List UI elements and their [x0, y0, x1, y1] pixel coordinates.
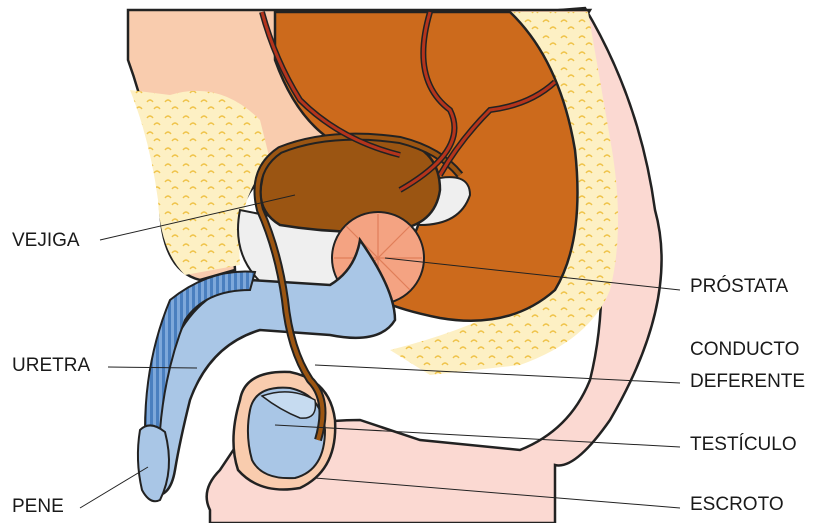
- label-testiculo: TESTÍCULO: [690, 434, 797, 455]
- glans: [138, 425, 169, 501]
- label-conducto-line1: CONDUCTO: [690, 339, 799, 360]
- label-escroto: ESCROTO: [690, 494, 784, 515]
- label-uretra: URETRA: [12, 355, 90, 376]
- label-vejiga: VEJIGA: [12, 230, 80, 251]
- label-pene: PENE: [12, 496, 64, 517]
- label-conducto-line2: DEFERENTE: [690, 371, 805, 392]
- label-prostata: PRÓSTATA: [690, 275, 789, 297]
- leader-pene: [80, 467, 148, 508]
